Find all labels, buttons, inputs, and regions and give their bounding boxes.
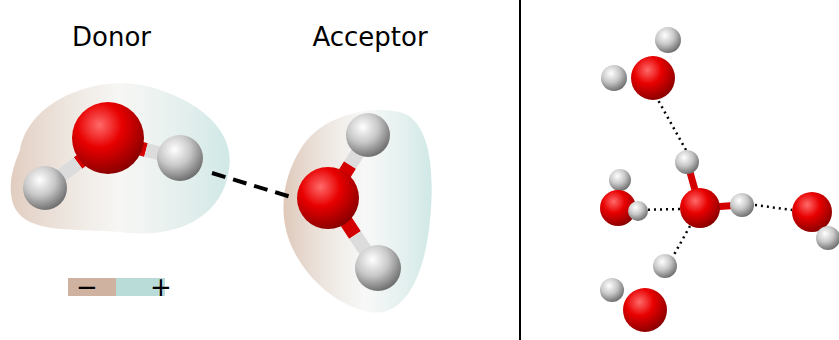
charge-swatch: − [68,278,116,296]
charge-legend: −+ [68,278,165,296]
acceptor-molecule [297,113,401,291]
role-label: Donor [11,22,212,52]
donor-molecule [23,102,203,210]
molecule-node: Donor [11,22,212,237]
molecule-node: Acceptor [291,22,449,312]
divider-line [519,0,521,340]
hydrogen-bond [212,173,291,197]
hydrogen-bond-dots [636,100,792,262]
water-cluster [600,27,839,332]
charge-sign: + [150,274,172,300]
charge-cloud [11,83,230,233]
charge-sign: − [76,274,98,300]
role-label: Acceptor [291,22,449,52]
charge-cloud [283,110,431,313]
charge-swatch: + [116,278,165,296]
